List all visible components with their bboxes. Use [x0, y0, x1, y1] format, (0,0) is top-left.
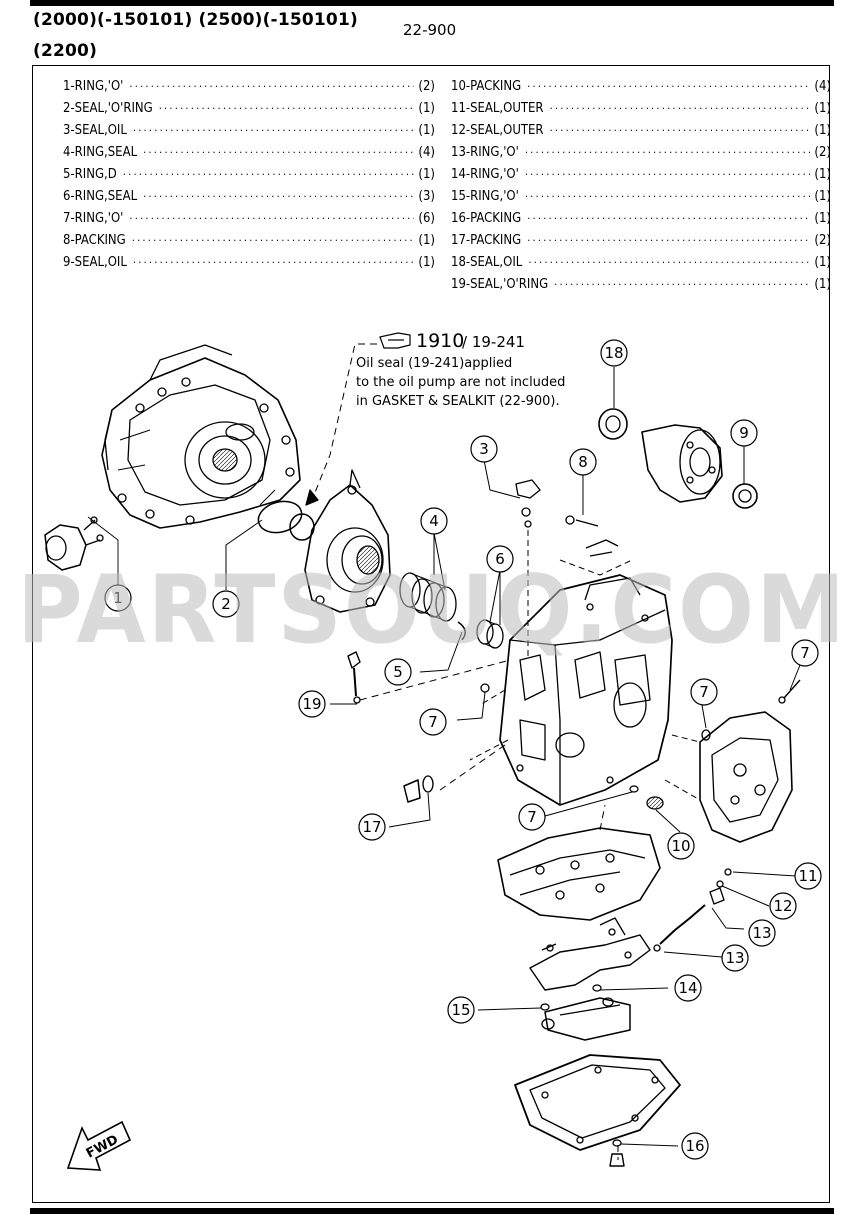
packing-8	[559, 515, 633, 576]
part-row[interactable]: 8-PACKING·······························…	[63, 233, 435, 248]
top-rule	[30, 0, 834, 6]
part-row[interactable]: 6-RING,SEAL·····························…	[63, 189, 435, 204]
part-row[interactable]: 4-RING,SEAL·····························…	[63, 145, 435, 160]
part-row[interactable]: 15-RING,'O'·····························…	[451, 189, 831, 204]
callout-label: 5	[393, 663, 403, 681]
part-row[interactable]: 17-PACKING······························…	[451, 233, 831, 248]
fwd-arrow-icon: FWD	[66, 1120, 132, 1171]
callout-label: 15	[451, 1001, 470, 1019]
part-row[interactable]: 16-PACKING······························…	[451, 211, 831, 226]
solenoid-part	[44, 516, 119, 590]
callout-label: 11	[798, 867, 817, 885]
diagram-frame	[32, 65, 830, 1203]
callout-label: 19	[302, 695, 321, 713]
part-row[interactable]: 13-RING,'O'·····························…	[451, 145, 831, 160]
part-row[interactable]: 12-SEAL,OUTER···························…	[451, 123, 831, 138]
part-row[interactable]: 9-SEAL,OIL······························…	[63, 255, 435, 270]
end-cover	[664, 711, 793, 843]
watermark: PARTSOUQ.COM	[17, 556, 847, 665]
callout-label: 4	[429, 512, 439, 530]
part-row[interactable]: 2-SEAL,'O'RING··························…	[63, 101, 435, 116]
callout-circles	[104, 339, 822, 1160]
oil-seal-3	[515, 479, 541, 660]
callout-label: 9	[739, 424, 749, 442]
part-row[interactable]: 19-SEAL,'O'RING·························…	[451, 277, 831, 292]
part-row[interactable]: 14-RING,'O'·····························…	[451, 167, 831, 182]
oil-pan	[514, 1054, 681, 1151]
note-line1: Oil seal (19-241)applied	[356, 356, 512, 371]
oil-strainer	[541, 997, 631, 1041]
wiring-harness	[529, 917, 651, 991]
note-ref-small: / 19-241	[462, 333, 525, 351]
differential	[641, 424, 723, 503]
model-codes-line1: (2000)(-150101) (2500)(-150101)	[33, 10, 358, 30]
callout-label: 1	[113, 589, 123, 607]
callout-label: 13	[752, 924, 771, 942]
part-row[interactable]: 3-SEAL,OIL······························…	[63, 123, 435, 138]
part-row[interactable]: 18-SEAL,OIL·····························…	[451, 255, 831, 270]
hand-pointer-icon	[379, 332, 411, 349]
note-line2: to the oil pump are not included	[356, 375, 565, 390]
leader-lines	[117, 343, 801, 1147]
part-row[interactable]: 7-RING,'O'······························…	[63, 211, 435, 226]
control-valve-body	[497, 827, 661, 921]
callout-label: 16	[685, 1137, 704, 1155]
kit-reference-number: 22-900	[403, 21, 457, 39]
callout-label: 18	[604, 344, 623, 362]
part-row[interactable]: 10-PACKING······························…	[451, 79, 831, 94]
note-ref-big: 1910	[416, 330, 464, 352]
callout-label: 3	[479, 440, 489, 458]
seal-rings-4	[399, 572, 457, 622]
callout-label: 7	[800, 644, 810, 662]
callout-label: 2	[221, 595, 231, 613]
callout-label: 12	[773, 897, 792, 915]
callout-label: 17	[362, 818, 381, 836]
part-row[interactable]: 5-RING,D································…	[63, 167, 435, 182]
callout-label: 6	[495, 550, 505, 568]
transaxle-housing	[101, 344, 301, 529]
callout-label: 13	[725, 949, 744, 967]
transaxle-case	[469, 574, 673, 806]
callout-label: 10	[671, 837, 690, 855]
note-line3: in GASKET & SEALKIT (22-900).	[356, 394, 560, 409]
model-codes-line2: (2200)	[33, 41, 98, 61]
callout-label: 7	[527, 808, 537, 826]
part-row[interactable]: 11-SEAL,OUTER···························…	[451, 101, 831, 116]
bottom-rule	[30, 1208, 834, 1214]
part-row[interactable]: 1-RING,'O'······························…	[63, 79, 435, 94]
callout-label: 14	[678, 979, 697, 997]
callout-label: 8	[578, 453, 588, 471]
callout-label: 7	[699, 683, 709, 701]
callout-label: 7	[428, 713, 438, 731]
oil-pump	[304, 469, 391, 613]
